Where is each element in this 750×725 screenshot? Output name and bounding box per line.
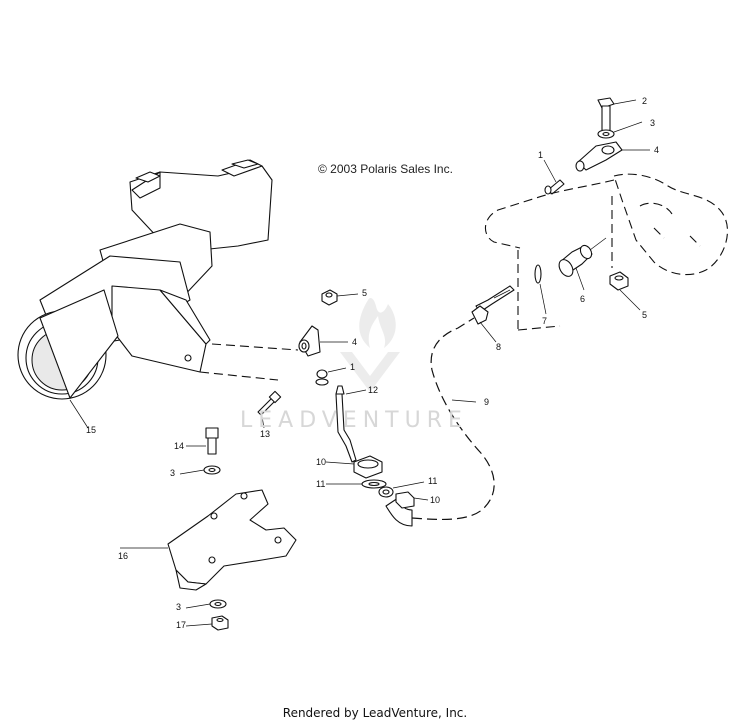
washer-3-a: [203, 465, 221, 475]
washer-11-b: [378, 486, 394, 498]
callout-3a: 3: [170, 468, 175, 478]
nut-5-b: [609, 271, 629, 291]
footer-credit: Rendered by LeadVenture, Inc.: [282, 706, 468, 720]
cable-adapter-6: [558, 237, 607, 277]
nut-10-a: [353, 455, 383, 479]
washer-3-c: [597, 129, 615, 139]
callout-12: 12: [368, 385, 378, 395]
callout-1b: 1: [538, 150, 543, 160]
ball-joint-1-b: [544, 179, 565, 195]
callout-4a: 4: [352, 337, 357, 347]
elbow-fitting-10: [385, 491, 415, 527]
nut-5-a: [321, 289, 338, 306]
washer-3-b: [209, 599, 227, 609]
callout-13: 13: [260, 429, 270, 439]
callout-10a: 10: [316, 457, 326, 467]
watermark-text: LEADVENTURE: [240, 408, 468, 433]
rod-end-4-b: [575, 141, 623, 172]
steering-cable-9: [411, 317, 495, 521]
nut-17: [211, 615, 229, 631]
screw-13: [257, 390, 282, 416]
watermark-logo: [340, 298, 400, 392]
bolt-2: [597, 97, 615, 133]
steering-helm-outline: [484, 173, 729, 331]
callout-16: 16: [118, 551, 128, 561]
callout-1a: 1: [350, 362, 355, 372]
callout-11b: 11: [428, 476, 437, 486]
callout-5b: 5: [642, 310, 647, 320]
callout-14: 14: [174, 441, 184, 451]
washer-11-a: [361, 479, 387, 489]
bolt-14: [205, 427, 219, 455]
callout-3b: 3: [176, 602, 181, 612]
callout-3c: 3: [650, 118, 655, 128]
cable-end-12: [335, 385, 357, 463]
callout-10b: 10: [430, 495, 440, 505]
callout-4b: 4: [654, 145, 659, 155]
callout-11a: 11: [316, 479, 325, 489]
copyright-notice: © 2003 Polaris Sales Inc.: [318, 162, 453, 176]
steering-bracket: [167, 489, 297, 591]
callout-5a: 5: [362, 288, 367, 298]
callout-9: 9: [484, 397, 489, 407]
callout-8: 8: [496, 342, 501, 352]
callout-17: 17: [176, 620, 186, 630]
callout-7: 7: [542, 316, 547, 326]
pump-housing: [17, 159, 273, 400]
callout-6: 6: [580, 294, 585, 304]
callout-2: 2: [642, 96, 647, 106]
cable-fitting-8: [471, 285, 515, 325]
ball-joint-1-a: [315, 369, 329, 386]
callout-15: 15: [86, 425, 96, 435]
rod-end-4-a: [298, 325, 321, 357]
washer-7: [534, 264, 542, 284]
